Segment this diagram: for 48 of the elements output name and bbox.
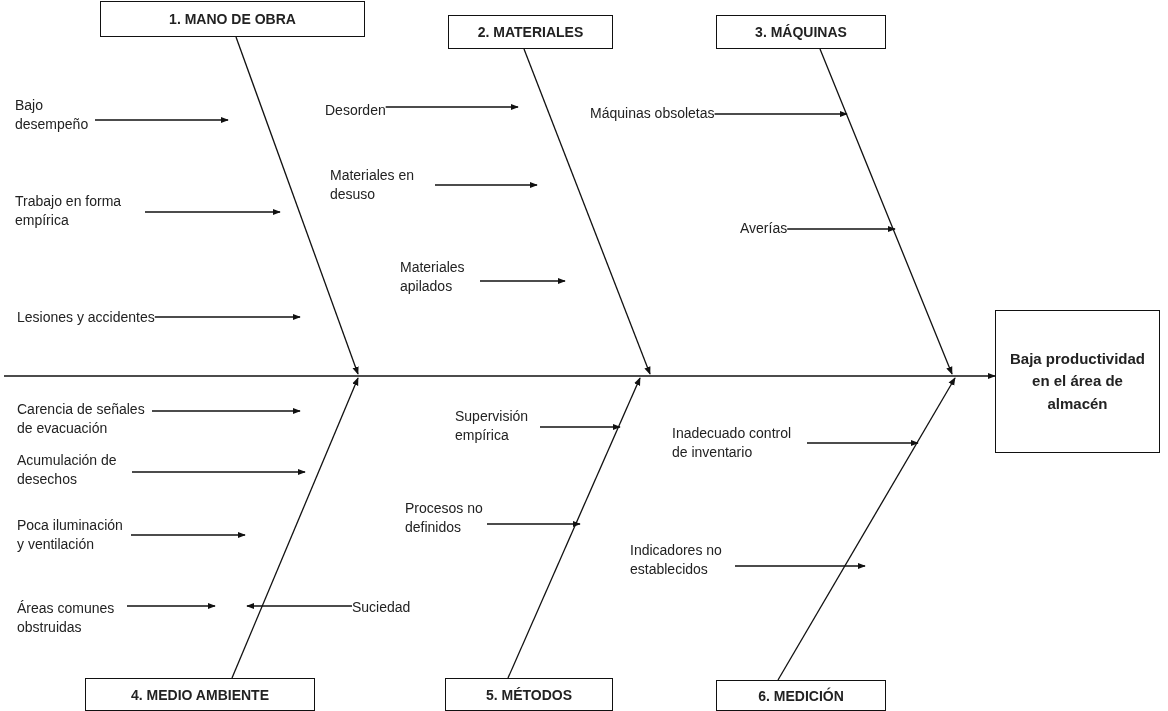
bone-arrow	[231, 377, 359, 679]
cause-label: Lesiones y accidentes	[17, 308, 155, 327]
cause-label: Procesos no definidos	[405, 499, 487, 537]
arrow	[154, 313, 301, 321]
cause-label: Bajo desempeño	[15, 96, 95, 134]
arrow	[94, 116, 229, 124]
category-box: 4. MEDIO AMBIENTE	[85, 678, 315, 711]
cause-label: Trabajo en forma empírica	[15, 192, 145, 230]
bone-arrow	[235, 36, 359, 375]
arrow	[479, 277, 566, 285]
cause-label: Máquinas obsoletas	[590, 104, 715, 123]
bone-arrow	[507, 377, 641, 679]
cause-label: Poca iluminación y ventilación	[17, 516, 131, 554]
category-box: 3. MÁQUINAS	[716, 15, 886, 49]
category-box: 5. MÉTODOS	[445, 678, 613, 711]
cause-label: Suciedad	[352, 598, 411, 617]
arrow	[151, 407, 301, 415]
arrow	[385, 103, 519, 111]
cause-label: Supervisión empírica	[455, 407, 540, 445]
cause-label: Carencia de señales de evacuación	[17, 400, 152, 438]
arrow	[486, 520, 581, 528]
arrow	[806, 439, 919, 447]
bone-arrow	[523, 48, 651, 375]
category-box: 1. MANO DE OBRA	[100, 1, 365, 37]
arrow	[144, 208, 281, 216]
cause-label: Acumulación de desechos	[17, 451, 132, 489]
bone-arrow	[777, 377, 956, 681]
cause-label: Materiales apilados	[400, 258, 480, 296]
cause-label: Desorden	[325, 101, 386, 120]
cause-label: Indicadores no establecidos	[630, 541, 735, 579]
arrow	[130, 531, 246, 539]
category-box: 2. MATERIALES	[448, 15, 613, 49]
cause-label: Inadecuado control de inventario	[672, 424, 807, 462]
arrow	[131, 468, 306, 476]
arrow	[713, 110, 848, 118]
category-box: 6. MEDICIÓN	[716, 680, 886, 711]
spine-arrow	[3, 372, 996, 380]
cause-label: Áreas comunes obstruidas	[17, 599, 127, 637]
cause-label: Averías	[740, 219, 788, 238]
arrow	[434, 181, 538, 189]
effect-box: Baja productividad en el área de almacén	[995, 310, 1160, 453]
arrow	[126, 602, 216, 610]
arrow	[786, 225, 896, 233]
arrow	[539, 423, 621, 431]
cause-label: Materiales en desuso	[330, 166, 435, 204]
arrow	[734, 562, 866, 570]
arrow	[246, 602, 353, 610]
bone-arrow	[819, 48, 953, 375]
